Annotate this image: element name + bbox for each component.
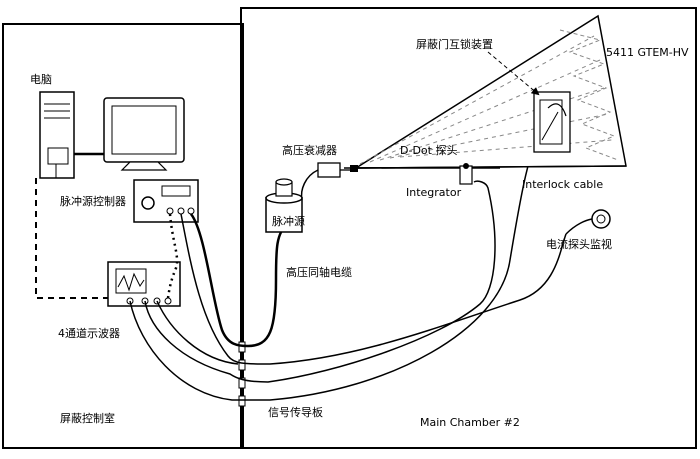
hv-attenuator-label: 高压衰减器 (282, 143, 337, 157)
signal-panel (238, 341, 246, 407)
pulse-source (265, 178, 303, 233)
door-interlock-label: 屏蔽门互锁装置 (416, 37, 493, 51)
integrator-signal-cable (144, 180, 496, 383)
ddot-probe-label: D-Dot 探头 (400, 144, 457, 157)
hv-cable-controller-source (189, 213, 289, 348)
hv-attenuator (317, 162, 350, 178)
signal-panel-label: 信号传导板 (268, 405, 323, 419)
main-chamber-boundary (240, 7, 697, 449)
current-probe-label: 电流探头监视 (546, 237, 612, 251)
interlock-pointer-arrow (487, 51, 540, 96)
main-chamber-label: Main Chamber #2 (420, 416, 520, 429)
interlock-signal-cable (129, 107, 549, 401)
interlock-cable-label: Interlock cable (522, 178, 603, 191)
computer-monitor (103, 97, 185, 171)
integrator (459, 163, 473, 185)
computer-label: 电脑 (30, 73, 52, 86)
current-probe-icon (591, 209, 611, 229)
integrator-label: Integrator (406, 186, 462, 199)
pulse-controller (133, 179, 199, 223)
control-room-label: 屏蔽控制室 (60, 411, 115, 425)
oscilloscope-label: 4通道示波器 (58, 326, 120, 340)
pc-oscilloscope-link (35, 178, 108, 299)
pulse-source-label: 脉冲源 (272, 214, 305, 228)
current-probe-cable (180, 213, 567, 365)
control-room-boundary (2, 23, 244, 449)
ddot-probe (350, 165, 358, 172)
trigger-link (166, 213, 179, 299)
door-interlock-device (533, 91, 571, 153)
coax-cable-label: 高压同轴电缆 (286, 265, 352, 279)
computer-tower (39, 91, 75, 179)
gtem-label: 5411 GTEM-HV (606, 46, 689, 59)
oscilloscope (107, 261, 181, 307)
pulse-controller-label: 脉冲源控制器 (60, 194, 126, 208)
